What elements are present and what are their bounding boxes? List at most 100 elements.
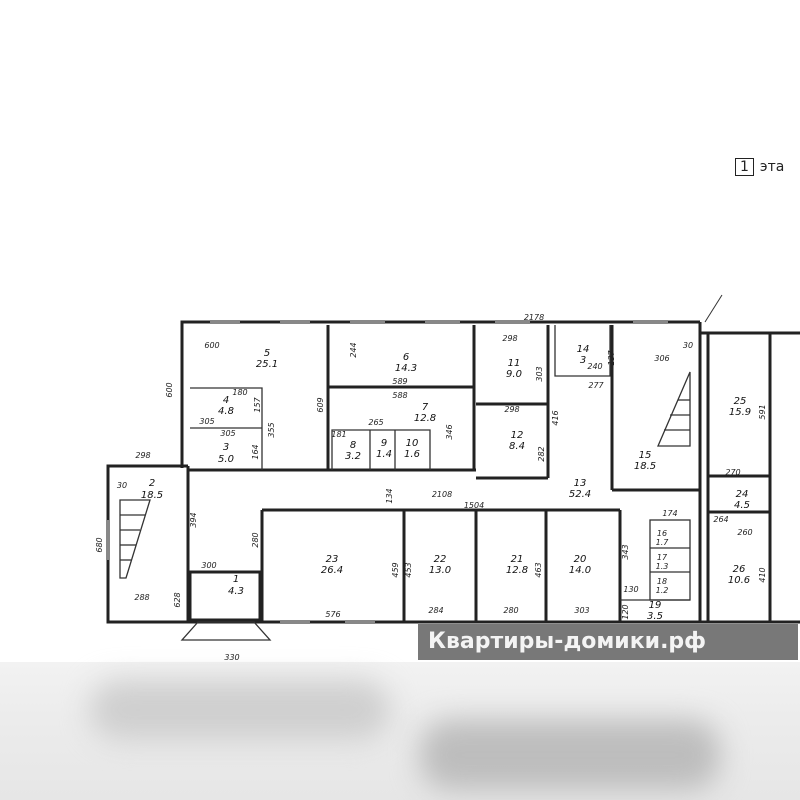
room-11: 119.0 — [506, 358, 522, 380]
svg-text:1.7: 1.7 — [656, 538, 670, 547]
svg-text:270: 270 — [725, 468, 740, 477]
svg-text:1504: 1504 — [464, 501, 484, 510]
svg-text:15.9: 15.9 — [729, 407, 751, 418]
svg-text:22: 22 — [434, 554, 447, 565]
svg-text:1: 1 — [233, 574, 239, 585]
svg-text:18.5: 18.5 — [634, 461, 656, 472]
svg-text:330: 330 — [224, 653, 239, 662]
svg-text:18: 18 — [657, 577, 667, 586]
svg-text:9: 9 — [381, 438, 387, 449]
room-5: 525.1 — [256, 348, 278, 370]
svg-text:264: 264 — [713, 515, 728, 524]
room-10: 101.6 — [404, 438, 420, 460]
svg-text:240: 240 — [587, 362, 602, 371]
svg-text:1.2: 1.2 — [656, 586, 669, 595]
svg-text:4.5: 4.5 — [734, 500, 750, 511]
svg-text:3: 3 — [223, 442, 229, 453]
svg-text:600: 600 — [204, 341, 219, 350]
svg-text:459: 459 — [391, 562, 400, 577]
svg-text:19: 19 — [649, 600, 662, 611]
svg-text:288: 288 — [134, 593, 149, 602]
svg-text:453: 453 — [404, 562, 413, 577]
room-6: 614.3 — [395, 352, 417, 374]
room-12: 128.4 — [509, 430, 525, 452]
staircase-room-2 — [119, 499, 151, 579]
svg-text:52.4: 52.4 — [569, 489, 591, 500]
svg-text:306: 306 — [654, 354, 669, 363]
svg-text:298: 298 — [135, 451, 150, 460]
svg-text:14: 14 — [577, 344, 590, 355]
svg-text:346: 346 — [445, 424, 454, 439]
svg-text:628: 628 — [173, 592, 182, 607]
svg-text:164: 164 — [251, 444, 260, 459]
svg-text:589: 589 — [392, 377, 407, 386]
svg-text:1.3: 1.3 — [656, 562, 669, 571]
room-24: 244.5 — [734, 489, 750, 511]
svg-text:394: 394 — [189, 512, 198, 527]
watermark: Квартиры-домики.рф — [418, 624, 798, 660]
svg-text:7: 7 — [422, 402, 429, 413]
svg-text:4.8: 4.8 — [218, 406, 234, 417]
room-17: 171.3 — [656, 553, 669, 571]
svg-text:463: 463 — [534, 562, 543, 577]
svg-text:130: 130 — [623, 585, 638, 594]
svg-text:16: 16 — [657, 529, 667, 538]
svg-text:680: 680 — [95, 537, 104, 552]
svg-text:600: 600 — [165, 382, 174, 397]
svg-text:2178: 2178 — [524, 313, 544, 322]
svg-text:23: 23 — [326, 554, 339, 565]
svg-text:244: 244 — [349, 342, 358, 357]
svg-text:410: 410 — [758, 567, 767, 582]
walls — [106, 320, 800, 641]
svg-text:12.8: 12.8 — [506, 565, 528, 576]
room-18: 181.2 — [656, 577, 669, 595]
floor-text: эта — [759, 159, 785, 175]
svg-text:1.6: 1.6 — [404, 449, 420, 460]
svg-text:13: 13 — [574, 478, 587, 489]
svg-text:576: 576 — [325, 610, 340, 619]
dimension-labels: 600 600 609 244 589 588 346 2178 298 303… — [95, 313, 767, 662]
svg-text:4: 4 — [223, 395, 229, 406]
svg-text:8.4: 8.4 — [509, 441, 525, 452]
room-1: 14.3 — [228, 574, 244, 597]
staircase-room-15 — [657, 371, 691, 447]
room-9: 91.4 — [376, 438, 392, 460]
svg-text:1.4: 1.4 — [376, 449, 392, 460]
svg-text:181: 181 — [331, 430, 346, 439]
svg-text:20: 20 — [574, 554, 587, 565]
room-19: 193.5 — [647, 600, 663, 622]
room-14: 143 — [577, 344, 590, 366]
blurred-shape — [420, 720, 720, 790]
svg-text:30: 30 — [117, 481, 127, 490]
svg-text:12.8: 12.8 — [414, 413, 436, 424]
room-labels: 14.3 218.5 35.0 44.8 525.1 614.3 712.8 8… — [141, 344, 751, 622]
svg-text:9.0: 9.0 — [506, 369, 522, 380]
svg-text:305: 305 — [199, 417, 214, 426]
room-2: 218.5 — [141, 478, 163, 501]
svg-text:180: 180 — [232, 388, 247, 397]
svg-text:11: 11 — [508, 358, 521, 369]
svg-text:26: 26 — [733, 564, 746, 575]
svg-text:3: 3 — [580, 355, 586, 366]
svg-text:305: 305 — [220, 429, 235, 438]
room-7: 712.8 — [414, 402, 436, 424]
svg-text:280: 280 — [251, 532, 260, 547]
svg-text:260: 260 — [737, 528, 752, 537]
svg-text:282: 282 — [537, 446, 546, 461]
svg-text:137: 137 — [607, 349, 616, 365]
svg-text:120: 120 — [621, 604, 630, 619]
svg-text:24: 24 — [736, 489, 749, 500]
svg-text:26.4: 26.4 — [321, 565, 343, 576]
room-16: 161.7 — [656, 529, 670, 547]
svg-text:303: 303 — [535, 366, 544, 381]
svg-text:14.0: 14.0 — [569, 565, 591, 576]
svg-text:174: 174 — [662, 509, 677, 518]
